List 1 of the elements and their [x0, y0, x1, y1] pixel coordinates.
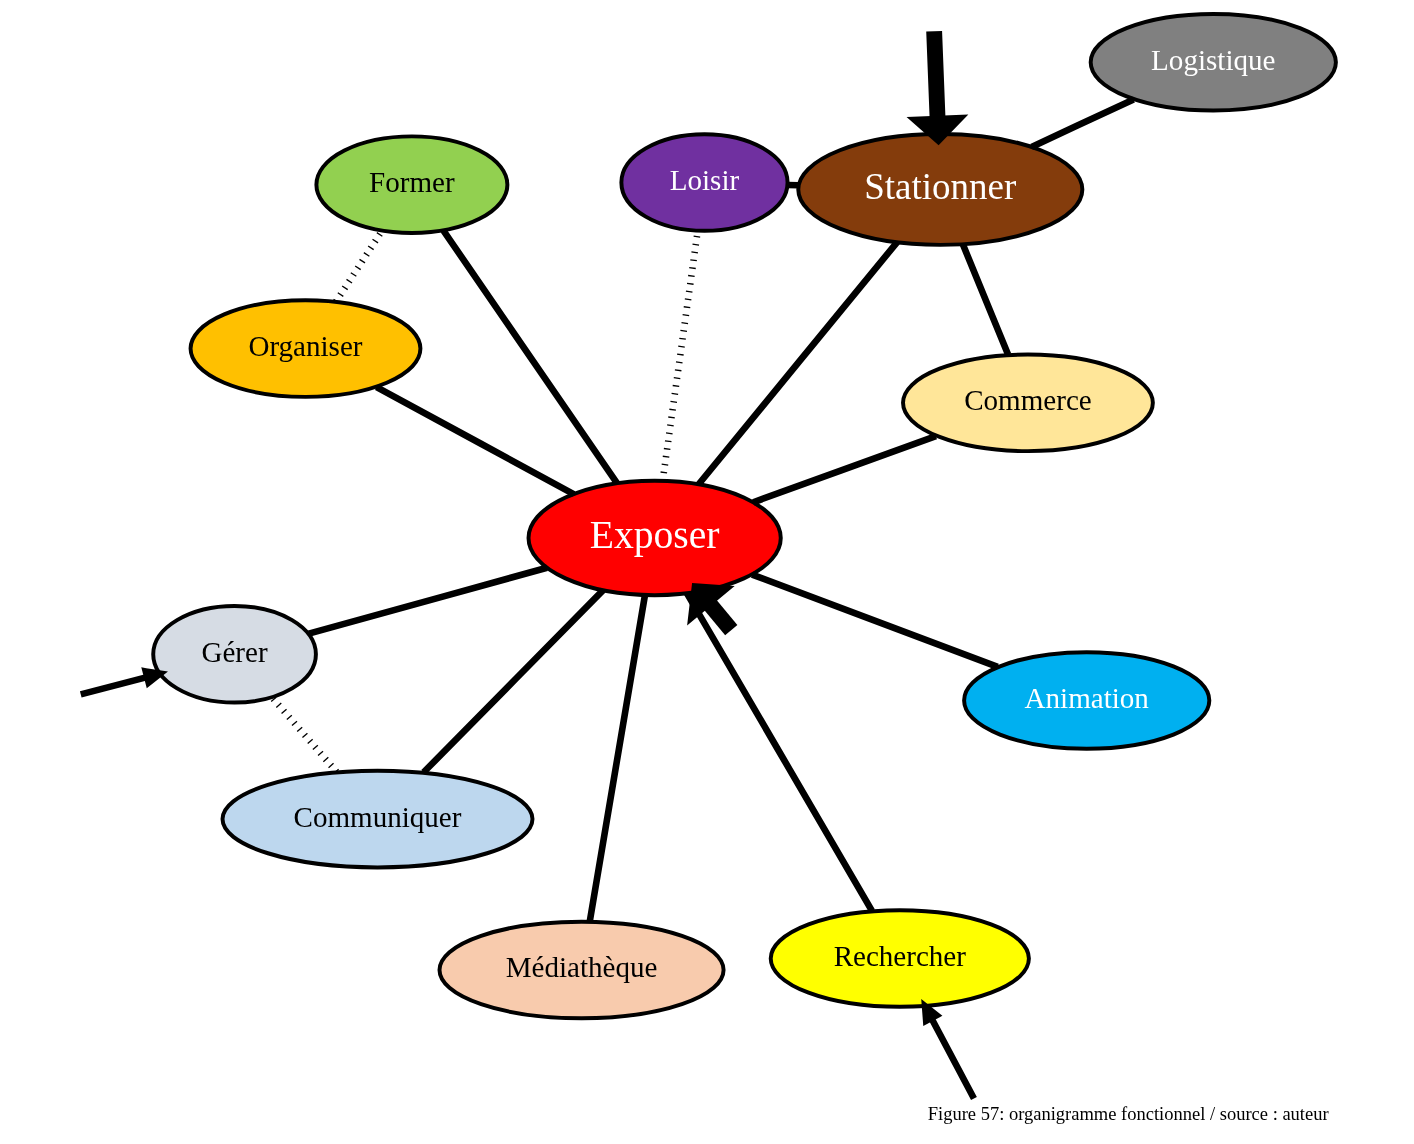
caption: Figure 57: organigramme fonctionnel / source : auteur [927, 1104, 1329, 1125]
